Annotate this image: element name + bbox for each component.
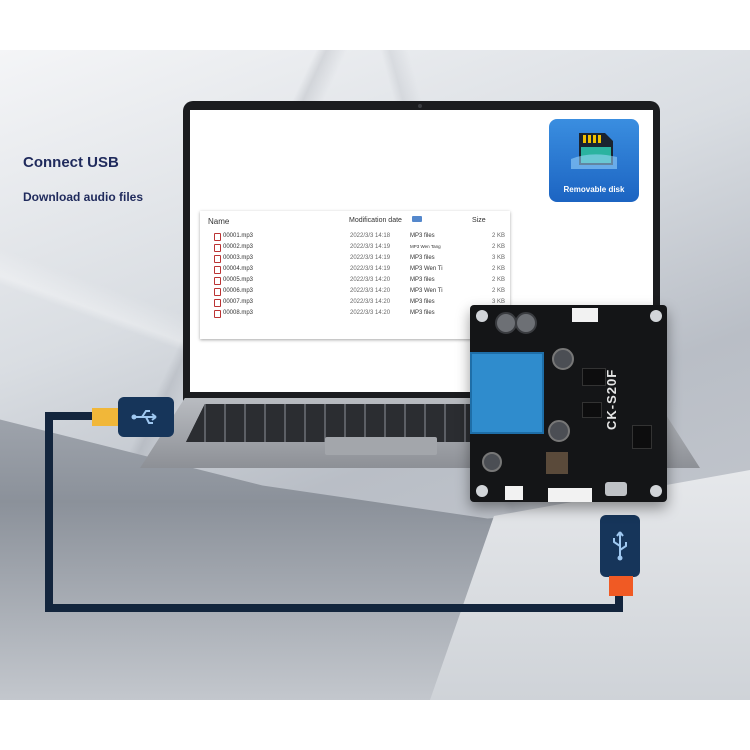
usb-icon bbox=[613, 531, 627, 561]
file-type: MP3 Wen Ti bbox=[410, 288, 443, 294]
mounting-hole bbox=[650, 310, 662, 322]
pin-header bbox=[572, 308, 598, 322]
file-date: 2022/3/3 14:20 bbox=[350, 310, 391, 316]
capacitor bbox=[552, 348, 574, 370]
mounting-hole bbox=[650, 485, 662, 497]
file-type: MP3 files bbox=[410, 233, 435, 239]
screw-terminal bbox=[495, 312, 517, 334]
file-date: 2022/3/3 14:20 bbox=[350, 288, 391, 294]
ic-chip bbox=[582, 402, 602, 418]
file-type: MP3 files bbox=[410, 299, 435, 305]
screw-terminal bbox=[515, 312, 537, 334]
mp3-file-icon bbox=[214, 277, 221, 285]
file-size: 3 KB bbox=[492, 299, 506, 305]
caption-download-audio: Download audio files bbox=[23, 190, 144, 204]
mp3-file-icon bbox=[214, 233, 221, 241]
relay-module bbox=[470, 352, 544, 434]
mp3-file-icon bbox=[214, 288, 221, 296]
file-size: 2 KB bbox=[492, 277, 506, 283]
column-header-name[interactable]: Name bbox=[208, 217, 230, 226]
column-header-size[interactable]: Size bbox=[472, 217, 486, 224]
file-type: MP3 files bbox=[410, 310, 435, 316]
file-row[interactable]: 00006.mp3 2022/3/3 14:20 MP3 Wen Ti 2 KB bbox=[200, 287, 510, 297]
laptop-touchpad bbox=[325, 437, 437, 455]
file-row[interactable]: 00002.mp3 2022/3/3 14:19 MP3 Wen Tang 2 … bbox=[200, 243, 510, 253]
capacitor bbox=[548, 420, 570, 442]
usb-c-connector-sleeve bbox=[609, 576, 633, 596]
mp3-file-icon bbox=[214, 310, 221, 318]
column-header-modified[interactable]: Modification date bbox=[349, 217, 402, 224]
sd-card-icon bbox=[571, 133, 617, 169]
usb-c-port bbox=[605, 482, 627, 496]
file-row[interactable]: 00004.mp3 2022/3/3 14:19 MP3 Wen Ti 2 KB bbox=[200, 265, 510, 275]
file-name: 00004.mp3 bbox=[223, 266, 254, 272]
file-name: 00007.mp3 bbox=[223, 299, 254, 305]
board-model-label: CK-S20F bbox=[604, 368, 619, 430]
usb-a-connector bbox=[92, 408, 118, 426]
mp3-file-icon bbox=[214, 255, 221, 263]
usb-cable-left-stub bbox=[45, 412, 97, 420]
file-name: 00006.mp3 bbox=[223, 288, 254, 294]
capacitor bbox=[482, 452, 502, 472]
mp3-file-icon bbox=[214, 266, 221, 274]
file-date: 2022/3/3 14:20 bbox=[350, 277, 391, 283]
usb-cable-vertical bbox=[45, 412, 53, 612]
file-list-window: Name Modification date Size 00001.mp3 20… bbox=[200, 211, 510, 339]
pin-header bbox=[505, 486, 523, 500]
mp3-file-icon bbox=[214, 299, 221, 307]
file-date: 2022/3/3 14:19 bbox=[350, 244, 391, 250]
file-size: 2 KB bbox=[492, 266, 506, 272]
file-date: 2022/3/3 14:19 bbox=[350, 255, 391, 261]
file-date: 2022/3/3 14:18 bbox=[350, 233, 391, 239]
webcam-icon bbox=[418, 104, 422, 108]
file-type: MP3 files bbox=[410, 255, 435, 261]
mounting-hole bbox=[476, 310, 488, 322]
file-name: 00001.mp3 bbox=[223, 233, 254, 239]
ic-chip bbox=[632, 425, 652, 449]
file-row[interactable]: 00007.mp3 2022/3/3 14:20 MP3 files 3 KB bbox=[200, 298, 510, 308]
file-name: 00003.mp3 bbox=[223, 255, 254, 261]
file-size: 2 KB bbox=[492, 244, 506, 250]
usb-cable-bottom bbox=[45, 604, 623, 612]
file-size: 2 KB bbox=[492, 233, 506, 239]
file-date: 2022/3/3 14:19 bbox=[350, 266, 391, 272]
file-name: 00002.mp3 bbox=[223, 244, 254, 250]
file-type: MP3 Wen Ti bbox=[410, 266, 443, 272]
caption-connect-usb: Connect USB bbox=[23, 154, 119, 171]
file-date: 2022/3/3 14:20 bbox=[350, 299, 391, 305]
pin-header bbox=[548, 488, 592, 502]
file-size: 3 KB bbox=[492, 255, 506, 261]
removable-disk-label: Removable disk bbox=[563, 185, 625, 194]
file-row[interactable]: 00008.mp3 2022/3/3 14:20 MP3 files bbox=[200, 309, 510, 319]
column-type-icon bbox=[412, 216, 422, 222]
file-row[interactable]: 00003.mp3 2022/3/3 14:19 MP3 files 3 KB bbox=[200, 254, 510, 264]
inductor bbox=[546, 452, 568, 474]
ic-chip bbox=[582, 368, 606, 386]
removable-disk-tile[interactable]: Removable disk bbox=[549, 119, 639, 202]
usb-icon bbox=[131, 410, 157, 424]
file-name: 00008.mp3 bbox=[223, 310, 254, 316]
file-type: MP3 files bbox=[410, 277, 435, 283]
mounting-hole bbox=[476, 485, 488, 497]
file-size: 2 KB bbox=[492, 288, 506, 294]
mp3-file-icon bbox=[214, 244, 221, 252]
file-name: 00005.mp3 bbox=[223, 277, 254, 283]
usb-cable-right-riser bbox=[615, 592, 623, 612]
file-type: MP3 Wen Tang bbox=[410, 244, 441, 249]
file-row[interactable]: 00001.mp3 2022/3/3 14:18 MP3 files 2 KB bbox=[200, 232, 510, 242]
file-row[interactable]: 00005.mp3 2022/3/3 14:20 MP3 files 2 KB bbox=[200, 276, 510, 286]
